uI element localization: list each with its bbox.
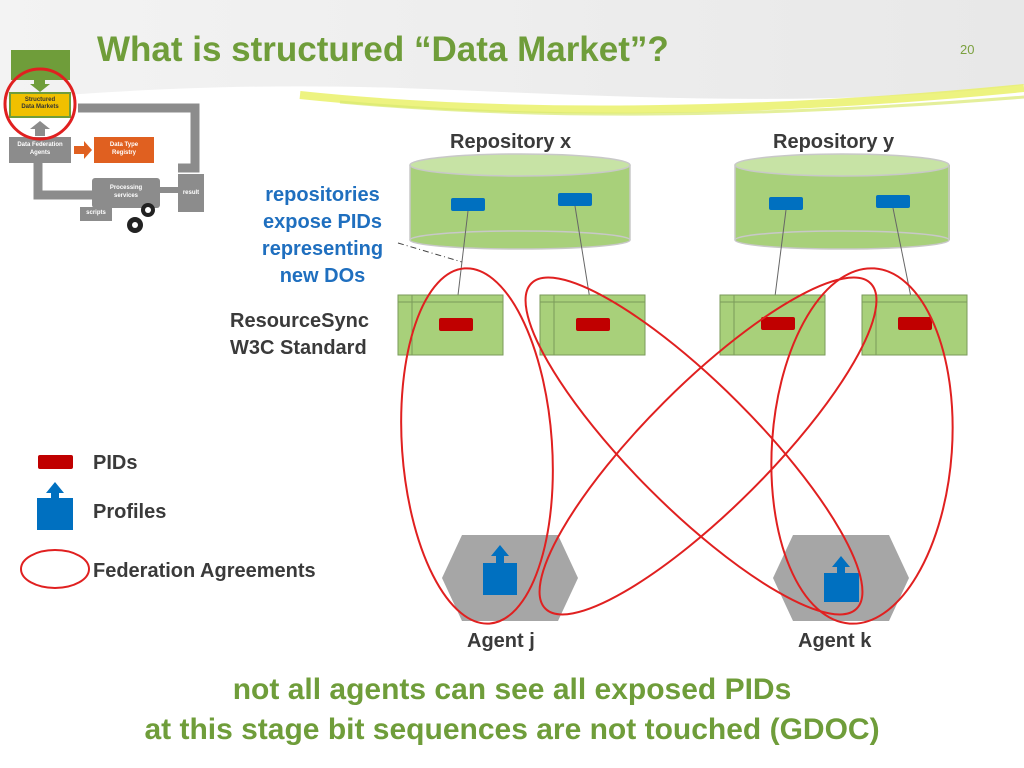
note-line-2: expose PIDs [263,211,382,233]
thumb-processing-label: Processing services [92,184,160,200]
thumb-result-label: result [182,190,200,196]
thumb-result-box [178,174,204,212]
thumb-scripts-box [80,207,112,221]
pid-2 [576,318,610,331]
repo-x-do-1 [451,198,485,211]
thumbnail-diagram [3,50,204,233]
slide-title: What is structured “Data Market”? [97,30,669,69]
thumb-registry-text-2: Registry [111,150,136,156]
profile-icon-agent-j [483,545,517,595]
note-pointer-line [397,242,463,263]
legend-profiles-label: Profiles [93,501,167,523]
repo-y-do-1 [769,197,803,210]
agreement-ellipse-1 [400,267,554,625]
legend-profile-icon [37,482,73,530]
agreement-ellipse-3 [524,276,864,616]
thumb-registry-box [94,137,154,163]
thumb-structured-text: Structured [24,97,56,103]
note-line-1: repositories [265,184,380,206]
thumb-data-markets-text: Data Markets [21,104,59,110]
thumb-arrow-right [74,141,92,159]
thumb-scripts-label: scripts [86,210,106,216]
pid-1 [439,318,473,331]
page-number: 20 [960,42,975,57]
pid-3 [761,317,795,330]
thumb-agents-label: Data Federation Agents [9,141,71,157]
legend-agreement-ellipse [20,549,90,589]
legend-federation-label: Federation Agreements [93,560,316,582]
legend-pids-label: PIDs [93,452,138,474]
note-line-3: representing [261,238,384,260]
profile-icon-agent-k [824,556,859,602]
thumb-structured-box [9,92,71,118]
repository-x-cylinder [409,153,631,250]
thumb-highlight-circle [3,67,77,141]
thumb-registry-text-1: Data Type [109,142,139,148]
footer-line-2: at this stage bit sequences are not touc… [144,713,880,746]
repo-y-do-2 [876,195,910,208]
federation-agreements [400,267,954,625]
gear-icon [127,203,155,233]
legend-pid-swatch [38,455,73,469]
thumb-structured-label: Structured Data Markets [10,97,70,111]
thumb-arrow-up [30,121,50,136]
footer-line-1: not all agents can see all exposed PIDs [232,673,792,706]
note-line-4: new DOs [279,265,366,287]
thumb-agents-box [9,137,71,163]
thumb-arrow-down [30,77,50,92]
thumb-agents-text-2: Agents [29,150,51,156]
thumb-processing-box [92,178,160,208]
header-background [0,0,1024,116]
repository-x-label: Repository x [450,131,572,153]
agent-j-label: Agent j [467,630,535,652]
pid-4 [898,317,932,330]
repositories-note: repositories expose PIDs representing ne… [250,182,395,290]
resourcesync-line-1: ResourceSync [230,310,369,332]
agent-k-label: Agent k [798,630,872,652]
repository-y-cylinder [734,153,950,250]
resourcesync-line-2: W3C Standard [230,337,367,359]
thumb-registry-label: Data Type Registry [94,141,154,157]
resourcesync-label: ResourceSync W3C Standard [230,308,369,362]
repo-x-do-2 [558,193,592,206]
thumb-processing-text-2: services [113,193,139,199]
repository-y-label: Repository y [773,131,895,153]
agreement-ellipse-4 [538,276,878,616]
thumb-agents-text-1: Data Federation [17,142,63,148]
thumb-processing-text-1: Processing [109,185,143,191]
